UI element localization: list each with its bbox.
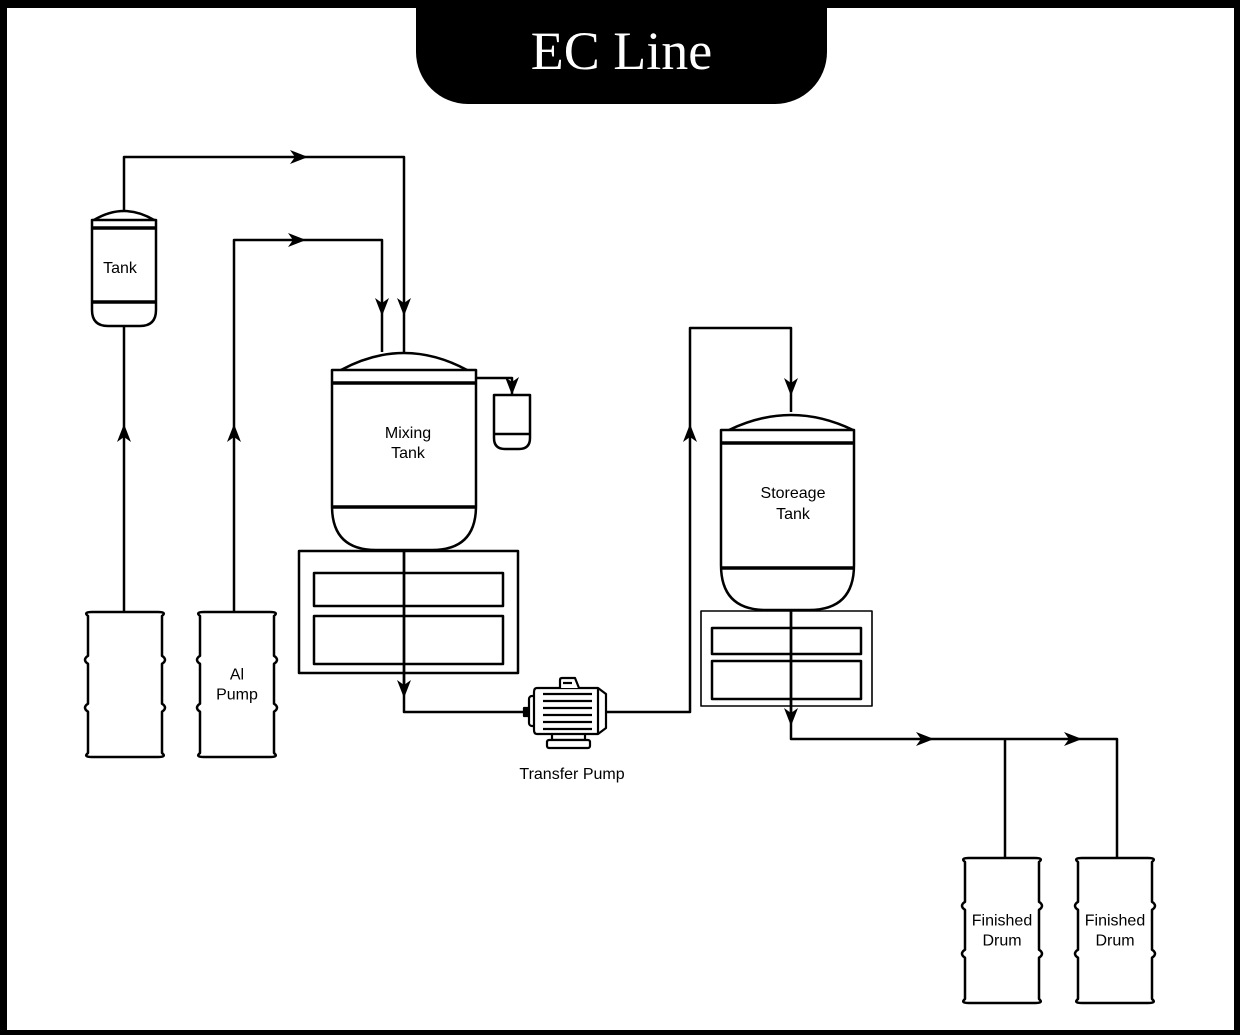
finished-drum-1-label-2: Drum <box>982 933 1021 950</box>
small-tank-label: Tank <box>103 260 138 277</box>
pipe-mixing-to-side-vessel <box>476 375 521 397</box>
storage-tank[interactable]: Storeage Tank <box>719 413 856 612</box>
drum-ai-pump-label-2: Pump <box>216 687 258 704</box>
finished-drum-2-label-2: Drum <box>1095 933 1134 950</box>
transfer-pump-label: Transfer Pump <box>519 766 624 783</box>
pipe-pump-to-storage-tank <box>606 326 800 714</box>
mixing-tank-skid <box>297 549 520 690</box>
electric-motor-icon <box>522 676 608 750</box>
drum-ai-pump-label-1: Al <box>230 667 244 684</box>
small-vessel-icon <box>492 393 532 451</box>
pipe-drum-to-tank <box>115 326 133 612</box>
diagram-title: EC Line <box>530 21 713 81</box>
mixing-tank-label-2: Tank <box>391 445 426 462</box>
finished-drum-2-label-1: Finished <box>1085 913 1145 930</box>
storage-tank-skid <box>700 610 873 718</box>
small-tank[interactable]: Tank <box>90 209 158 328</box>
mixing-tank[interactable]: Mixing Tank <box>330 351 478 552</box>
pipe-tank-to-mixing-tank <box>122 148 413 352</box>
finished-drum-1-label-1: Finished <box>972 913 1032 930</box>
title-banner: EC Line <box>416 0 827 104</box>
pipe-ai-pump-to-mixing-tank <box>225 231 391 612</box>
pipe-storage-to-finished-drums <box>782 610 1119 858</box>
drum-left[interactable] <box>83 610 167 759</box>
pipe-mixing-to-transfer-pump <box>395 550 530 714</box>
storage-tank-label-2: Tank <box>776 506 811 523</box>
mixing-tank-label-1: Mixing <box>385 425 431 442</box>
drum-outline <box>83 610 167 759</box>
transfer-pump[interactable]: Transfer Pump <box>519 676 625 783</box>
drum-outline <box>1073 856 1157 1005</box>
storage-tank-label-1: Storeage <box>761 485 826 502</box>
drum-outline <box>195 610 279 759</box>
drum-outline <box>960 856 1044 1005</box>
